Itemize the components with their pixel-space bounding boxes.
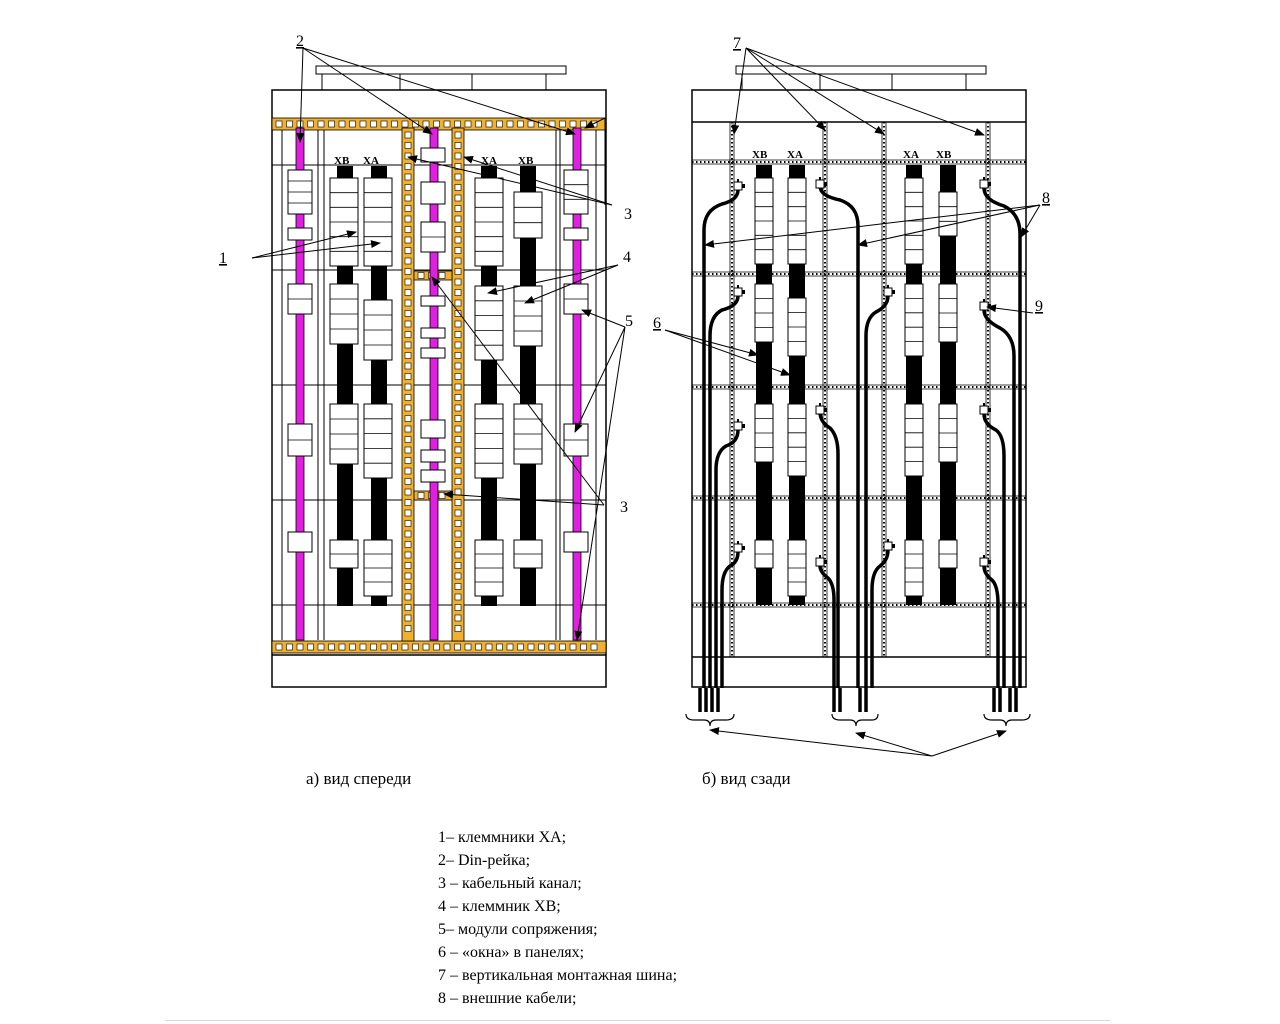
page-divider: [165, 1020, 1110, 1021]
rear-terminal-blocks: [754, 177, 958, 597]
external-cable: [982, 565, 1000, 688]
terminal-block: [474, 403, 504, 479]
terminal-block: [513, 191, 543, 239]
external-cable: [982, 309, 1016, 688]
interface-connectors: [733, 177, 991, 567]
interface-module: [420, 295, 446, 307]
rear-col-label-xa-1: ХА: [787, 149, 803, 161]
rear-callout-8: 8: [1042, 190, 1050, 207]
external-cable: [982, 413, 1006, 688]
interface-module: [287, 227, 313, 241]
front-callout-5: 5: [625, 313, 633, 330]
interface-module: [420, 469, 446, 483]
terminal-block: [474, 285, 504, 361]
interface-module: [563, 531, 589, 553]
external-cable: [870, 549, 890, 688]
legend-item: 8 – внешние кабели;: [438, 990, 577, 1007]
connector: [979, 301, 989, 311]
external-cable: [702, 189, 740, 688]
front-view: ХВ ХА ХА ХВ 2 3 1 4 5 3: [219, 33, 633, 688]
front-callout-2: 2: [296, 33, 304, 50]
connector: [815, 405, 825, 415]
interface-module: [420, 347, 446, 359]
terminal-blocks: [287, 147, 589, 597]
rear-callout-7: 7: [733, 35, 741, 52]
front-callout-3-top: 3: [624, 206, 632, 223]
external-cable: [818, 565, 836, 688]
rear-col-label-xa-2: ХА: [903, 149, 919, 161]
interface-module: [420, 181, 446, 205]
rear-col-label-xb-2: ХВ: [936, 149, 952, 161]
front-view-caption: а) вид спереди: [306, 769, 412, 788]
external-cable: [982, 187, 1022, 688]
front-callout-4: 4: [623, 249, 631, 266]
connector: [733, 421, 743, 431]
front-top-handle: [315, 65, 567, 75]
front-col-label-xb-2: ХВ: [518, 155, 534, 167]
rear-callout-6: 6: [653, 315, 661, 332]
legend-item: 2– Din-рейка;: [438, 852, 531, 869]
legend-item: 7 – вертикальная монтажная шина;: [438, 967, 678, 984]
interface-module: [420, 147, 446, 163]
legend-item: 4 – клеммник ХВ;: [438, 898, 561, 915]
external-cable: [714, 429, 740, 688]
connector: [979, 179, 989, 189]
connector: [733, 181, 743, 191]
front-col-label-xa-1: ХА: [363, 155, 379, 167]
legend-item: 3 – кабельный канал;: [438, 875, 582, 892]
front-col-label-xb-1: ХВ: [334, 155, 350, 167]
legend-item: 5– модули сопряжения;: [438, 921, 598, 938]
connector: [815, 557, 825, 567]
interface-module: [563, 169, 589, 215]
rear-view-caption: б) вид сзади: [702, 769, 791, 788]
external-cables: [702, 185, 1022, 688]
external-cable: [818, 411, 840, 688]
terminal-block: [904, 403, 924, 477]
terminal-block: [938, 191, 958, 237]
connector: [979, 405, 989, 415]
connector: [883, 541, 893, 551]
connector: [979, 557, 989, 567]
connector: [733, 543, 743, 553]
interface-module: [420, 327, 446, 339]
connector: [733, 287, 743, 297]
rear-col-label-xb-1: ХВ: [752, 149, 768, 161]
external-cable: [708, 295, 740, 688]
terminal-block: [787, 403, 807, 477]
external-cable: [864, 295, 890, 688]
connector: [815, 179, 825, 189]
terminal-block: [904, 283, 924, 357]
rear-callout-9: 9: [1035, 298, 1043, 315]
interface-module: [287, 531, 313, 553]
interface-module: [420, 419, 446, 439]
front-callout-1: 1: [219, 250, 227, 267]
legend: 1– клеммники ХА; 2– Din-рейка; 3 – кабел…: [438, 826, 677, 1010]
rear-top-handle: [735, 65, 987, 75]
interface-module: [563, 227, 589, 241]
din-rail-center: [429, 127, 439, 641]
legend-item: 6 – «окна» в панелях;: [438, 944, 585, 961]
external-cable: [818, 185, 860, 688]
interface-module: [420, 449, 446, 463]
legend-item: 1– клеммники ХА;: [438, 829, 567, 846]
terminal-block: [363, 403, 393, 479]
connector: [883, 287, 893, 297]
rear-view: ХВ ХА ХА ХВ: [653, 35, 1050, 757]
external-cable: [720, 551, 740, 688]
front-callout-3-bottom: 3: [620, 499, 628, 516]
